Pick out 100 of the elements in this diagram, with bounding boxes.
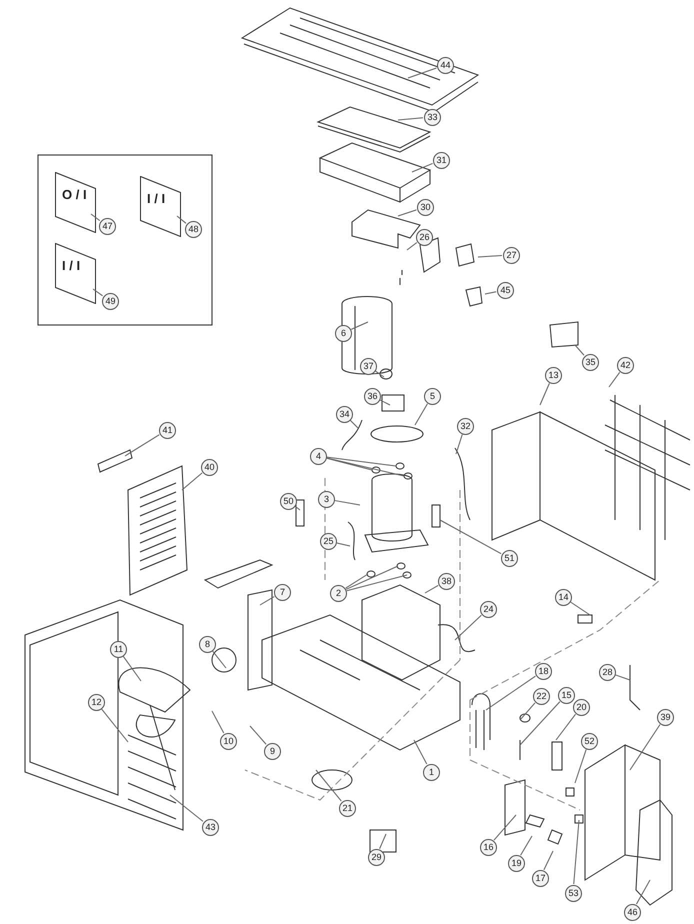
- leader-line: [478, 255, 503, 258]
- callout-number: 42: [617, 357, 634, 374]
- leader-line: [556, 714, 576, 740]
- leader-line: [326, 456, 396, 466]
- callout-number: 51: [501, 550, 518, 567]
- leader-line: [456, 434, 463, 454]
- callout-number: 4: [310, 448, 327, 465]
- callout-number: 39: [657, 709, 674, 726]
- leader-line: [294, 506, 300, 510]
- callout-number: 11: [110, 641, 127, 658]
- leader-line: [380, 400, 390, 406]
- leader-line: [520, 836, 532, 856]
- callout-number: 16: [480, 839, 497, 856]
- leader-line: [345, 574, 368, 589]
- leader-line: [346, 574, 408, 592]
- leader-line: [636, 880, 650, 905]
- callout-number: 52: [581, 733, 598, 750]
- leader-line: [326, 458, 404, 476]
- callout-number: 35: [582, 354, 599, 371]
- callout-number: 40: [201, 459, 218, 476]
- leader-line: [484, 291, 497, 294]
- callout-number: 25: [320, 533, 337, 550]
- leader-line: [406, 242, 418, 250]
- leader-line: [570, 602, 590, 616]
- leader-line: [608, 372, 620, 388]
- leader-line: [379, 834, 386, 850]
- callout-number: 29: [368, 849, 385, 866]
- callout-number: 30: [417, 199, 434, 216]
- leader-line: [630, 724, 661, 770]
- callout-number: 33: [424, 109, 441, 126]
- callout-number: 10: [220, 733, 237, 750]
- callout-number: 1: [423, 764, 440, 781]
- callout-number: 28: [599, 664, 616, 681]
- leader-line: [414, 403, 428, 426]
- leader-line: [124, 434, 160, 456]
- leader-line: [414, 740, 428, 765]
- leader-line: [408, 67, 437, 78]
- callout-number: 26: [416, 229, 433, 246]
- callout-number: 47: [99, 218, 116, 235]
- leader-line: [543, 850, 554, 870]
- callout-number: 17: [532, 870, 549, 887]
- leader-line: [398, 117, 424, 120]
- leader-line: [212, 710, 224, 734]
- callout-number: 53: [565, 885, 582, 902]
- callout-number: 7: [274, 584, 291, 601]
- callout-number: 15: [558, 687, 575, 704]
- leader-line: [424, 584, 439, 594]
- leader-line: [486, 676, 536, 710]
- callout-number: 22: [533, 688, 550, 705]
- leader-line: [574, 749, 587, 784]
- switch-label-sticker: O / I: [55, 172, 96, 233]
- callout-number: 37: [360, 358, 377, 375]
- leader-line: [260, 596, 275, 606]
- callout-number: 43: [202, 819, 219, 836]
- callout-number: 46: [624, 904, 641, 921]
- leader-line: [334, 500, 360, 506]
- leader-line: [170, 794, 204, 822]
- callout-number: 27: [503, 247, 520, 264]
- leader-line: [573, 820, 580, 885]
- leader-line: [90, 214, 100, 222]
- callout-number: 12: [88, 694, 105, 711]
- callout-number: 24: [480, 601, 497, 618]
- leader-line: [493, 814, 516, 841]
- callout-number: 6: [335, 325, 352, 342]
- callout-number: 21: [339, 800, 356, 817]
- leader-line: [326, 458, 372, 470]
- leader-line: [540, 382, 550, 406]
- leader-line: [336, 542, 350, 546]
- leader-line: [440, 520, 502, 554]
- callout-number: 5: [424, 388, 441, 405]
- leader-line: [574, 344, 585, 356]
- callout-number: 3: [318, 491, 335, 508]
- leader-line: [398, 209, 417, 216]
- leader-line: [350, 322, 368, 330]
- leader-line: [92, 288, 104, 296]
- leader-line: [346, 566, 398, 590]
- leader-line: [520, 702, 536, 720]
- callout-number: 50: [280, 493, 297, 510]
- callout-number: 36: [364, 388, 381, 405]
- leader-line: [176, 216, 187, 224]
- callout-number: 38: [438, 573, 455, 590]
- callout-number: 48: [185, 221, 202, 238]
- callout-number: 18: [535, 663, 552, 680]
- callout-number: 41: [159, 422, 176, 439]
- callout-number: 13: [545, 367, 562, 384]
- callout-number: 19: [508, 855, 525, 872]
- callout-number: 9: [264, 743, 281, 760]
- leader-line: [412, 162, 434, 172]
- leader-line: [250, 726, 267, 745]
- callout-number: 49: [102, 293, 119, 310]
- leader-line: [454, 614, 482, 640]
- callout-number: 2: [330, 585, 347, 602]
- callout-number: 44: [437, 57, 454, 74]
- leader-line: [101, 708, 128, 742]
- callout-number: 32: [457, 418, 474, 435]
- callout-number: 8: [199, 636, 216, 653]
- leader-line: [350, 420, 358, 428]
- leader-line: [122, 656, 142, 682]
- leader-line: [212, 650, 226, 668]
- callout-number: 20: [573, 699, 590, 716]
